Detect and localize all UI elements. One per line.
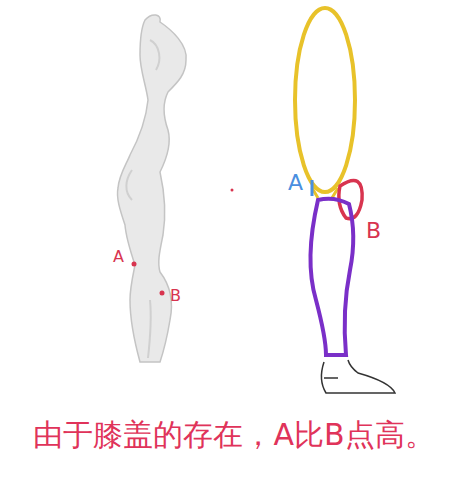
point-a-dot — [132, 262, 137, 267]
figure-sketch — [117, 15, 186, 362]
caption-note: 由于膝盖的存在，A比B点高。 — [33, 420, 434, 450]
point-a-mark — [311, 180, 314, 196]
point-label: B — [170, 288, 181, 304]
lower-leg-outline — [310, 199, 353, 355]
point-label: B — [366, 220, 381, 242]
foot-outline — [321, 360, 395, 393]
knee-joint-lines — [312, 188, 338, 198]
point-label: A — [288, 172, 303, 194]
figure-shading — [126, 40, 159, 358]
point-label: A — [113, 249, 124, 265]
stray-dot — [231, 189, 234, 192]
point-b-dot — [160, 291, 165, 296]
thigh-outline — [295, 8, 355, 192]
